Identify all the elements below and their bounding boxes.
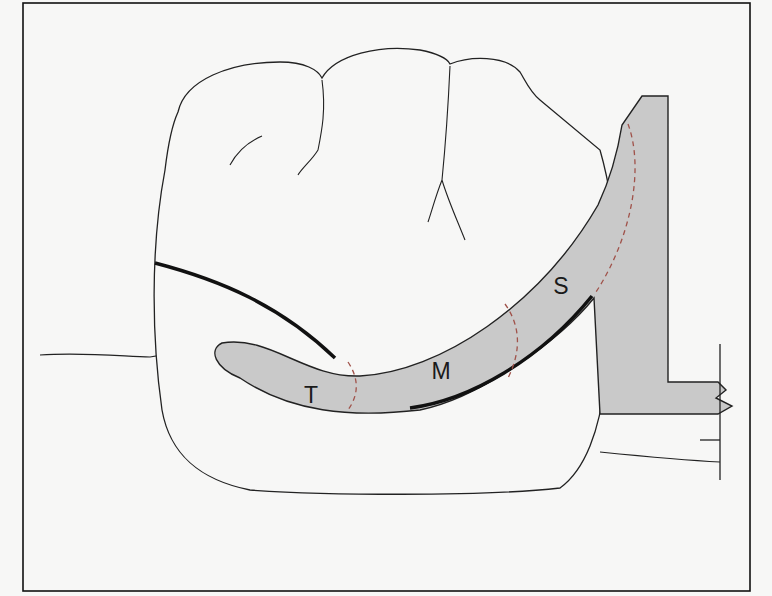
- frame-border: [23, 3, 750, 591]
- molar-tooth: [154, 48, 616, 494]
- gum-line: [40, 352, 172, 357]
- section-divider: [596, 124, 635, 292]
- clasp-arm: [215, 96, 732, 414]
- section-letter: M: [431, 360, 450, 383]
- fissure-line: [230, 136, 262, 165]
- section-divider: [505, 304, 517, 378]
- break-line: [719, 344, 720, 480]
- fissure-line: [428, 66, 465, 240]
- section-divider: [348, 362, 356, 410]
- fissure-line: [298, 80, 324, 175]
- section-letter: S: [553, 275, 568, 298]
- gum-line-right: [600, 452, 720, 462]
- section-letter: T: [304, 384, 318, 407]
- contour-line: [410, 296, 592, 408]
- base-line: [700, 439, 720, 440]
